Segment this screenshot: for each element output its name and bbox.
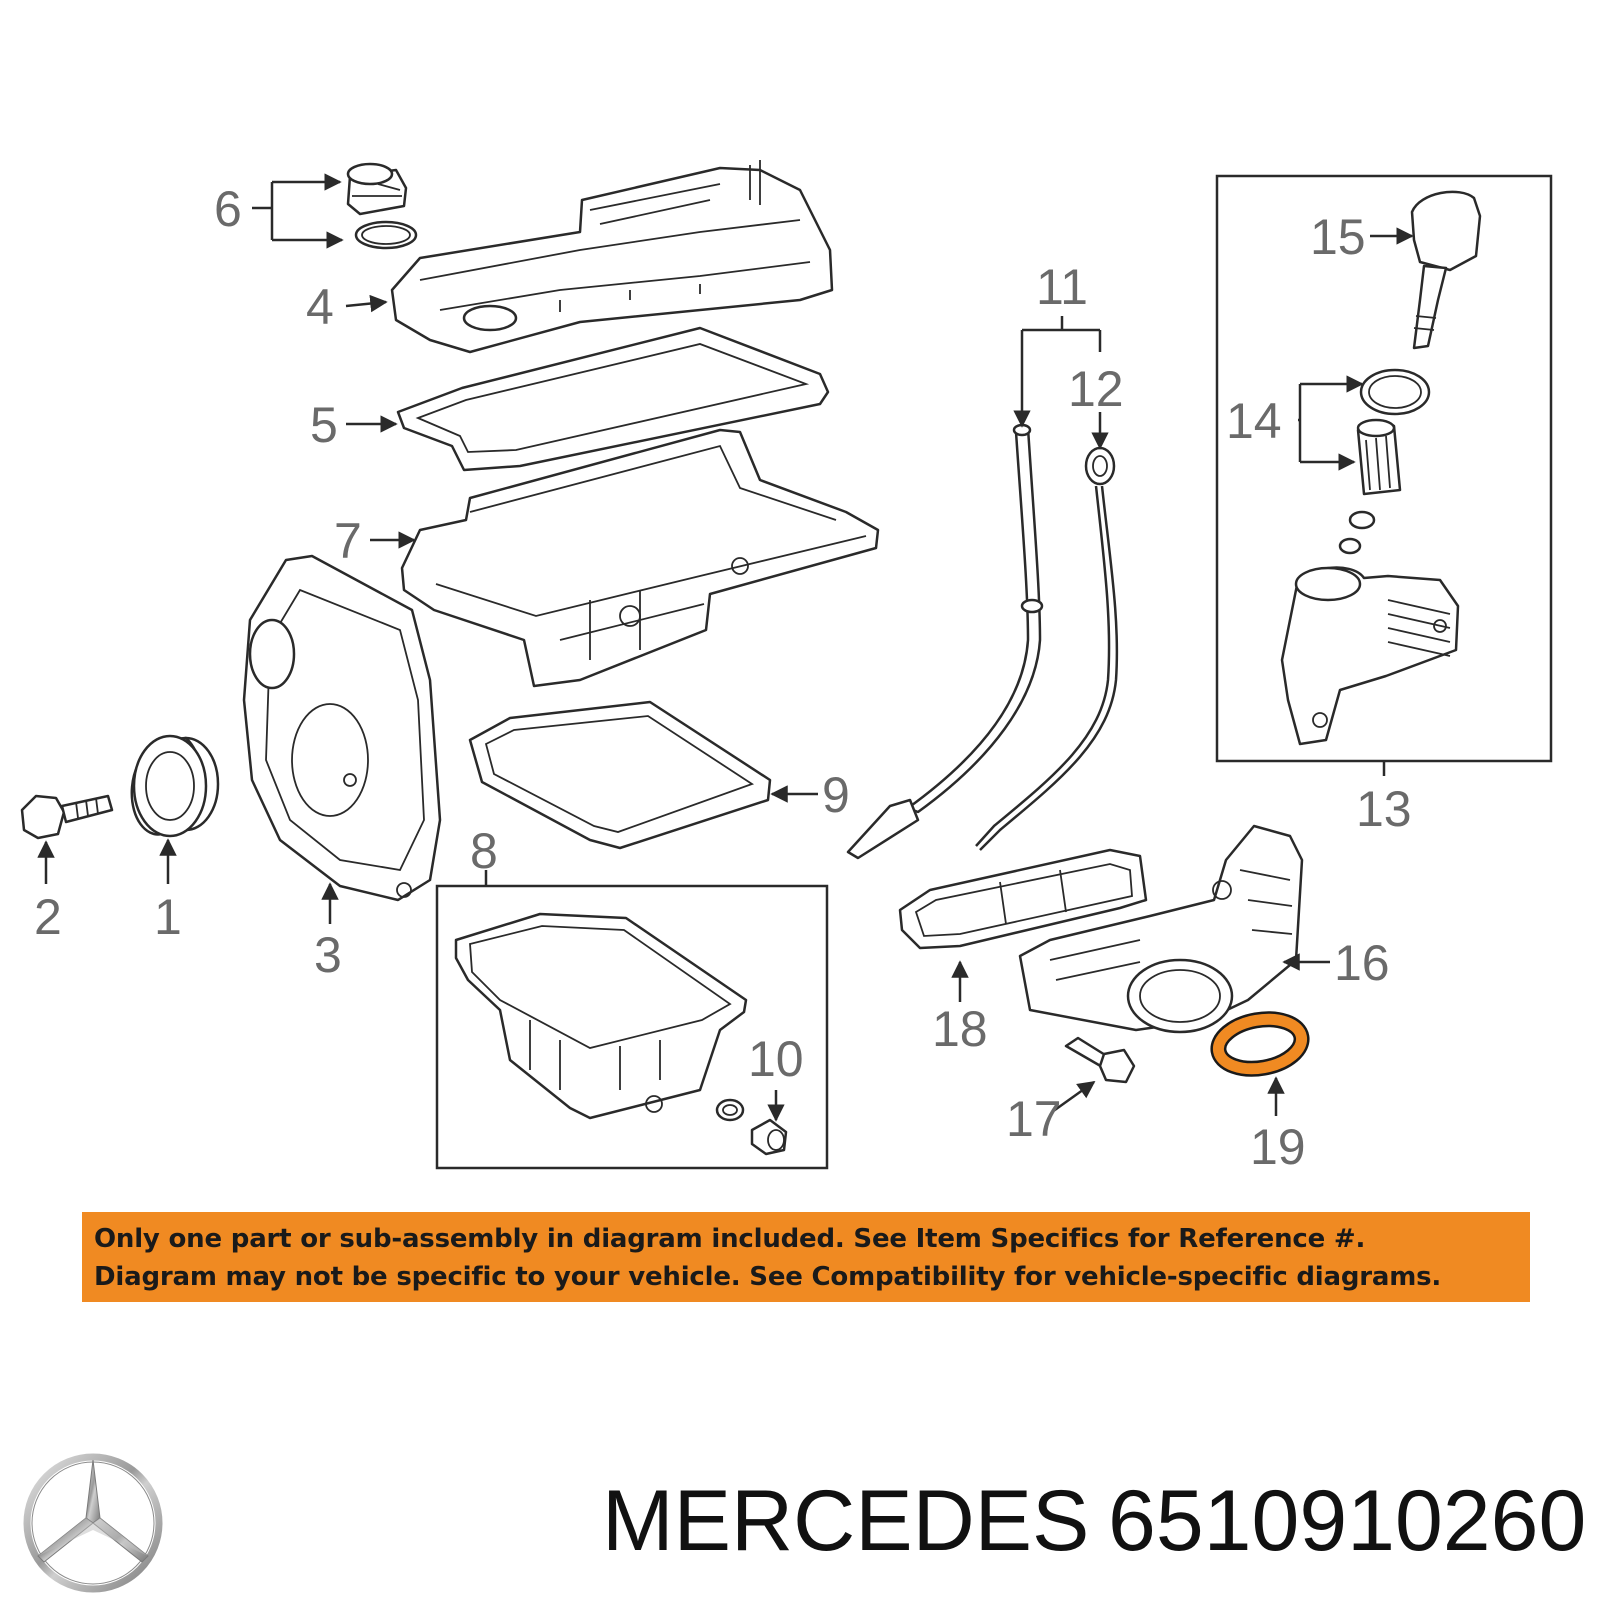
oil-filter-cap xyxy=(1410,190,1482,350)
callout-13: 13 xyxy=(1356,781,1412,837)
callout-1: 1 xyxy=(154,889,182,945)
callout-18: 18 xyxy=(932,1001,988,1057)
callout-12: 12 xyxy=(1068,361,1124,417)
three-pointed-star-icon xyxy=(23,1453,163,1593)
oil-filler-cap xyxy=(346,162,408,216)
lower-oil-pan xyxy=(454,912,748,1120)
callout-11: 11 xyxy=(1036,259,1088,315)
callout-15: 15 xyxy=(1310,209,1366,265)
callout-7: 7 xyxy=(334,513,362,569)
callout-14: 14 xyxy=(1226,393,1282,449)
dipstick xyxy=(975,446,1119,851)
drain-plug xyxy=(750,1118,788,1156)
brand-name: MERCEDES xyxy=(602,1473,1090,1569)
disclaimer-banner: Only one part or sub-assembly in diagram… xyxy=(82,1212,1530,1302)
housing-bolt xyxy=(1064,1036,1136,1084)
callout-3: 3 xyxy=(314,927,342,983)
oil-filter-element xyxy=(1356,418,1402,496)
oil-pan-gasket xyxy=(468,700,772,850)
leader-lines xyxy=(37,173,1414,1122)
callout-16: 16 xyxy=(1334,935,1390,991)
crank-bolt xyxy=(20,794,114,840)
oil-filter-housing xyxy=(1280,566,1460,746)
valve-cover xyxy=(390,160,834,354)
crankshaft-pulley xyxy=(130,734,220,838)
callout-6: 6 xyxy=(214,181,242,237)
callout-19: 19 xyxy=(1250,1119,1306,1175)
callout-2: 2 xyxy=(34,889,62,945)
highlighted-gasket-19 xyxy=(1210,1011,1310,1077)
valve-cover-gasket xyxy=(396,326,830,472)
callout-5: 5 xyxy=(310,397,338,453)
callout-numbers: 6 4 5 7 2 1 3 9 8 10 11 12 15 14 13 16 1… xyxy=(34,181,1412,1175)
lower-pan-box xyxy=(435,884,829,1170)
filter-cap-o-ring xyxy=(1359,368,1431,416)
disclaimer-line-1: Only one part or sub-assembly in diagram… xyxy=(94,1224,1366,1254)
callout-9: 9 xyxy=(822,767,850,823)
filter-small-seals xyxy=(1338,510,1376,555)
oil-filter-adapter xyxy=(1018,824,1304,1034)
drain-plug-washer xyxy=(715,1098,745,1122)
callout-8: 8 xyxy=(470,823,498,879)
disclaimer-line-2: Diagram may not be specific to your vehi… xyxy=(94,1262,1442,1292)
dipstick-tube xyxy=(846,423,1044,860)
upper-oil-pan xyxy=(400,428,880,688)
callout-4: 4 xyxy=(306,279,334,335)
filler-cap-o-ring xyxy=(354,220,418,250)
callout-17: 17 xyxy=(1006,1091,1062,1147)
timing-cover xyxy=(242,554,442,902)
part-number: 6510910260 xyxy=(1108,1473,1587,1569)
callout-10: 10 xyxy=(748,1031,804,1087)
oil-cooler-gasket xyxy=(898,848,1148,950)
